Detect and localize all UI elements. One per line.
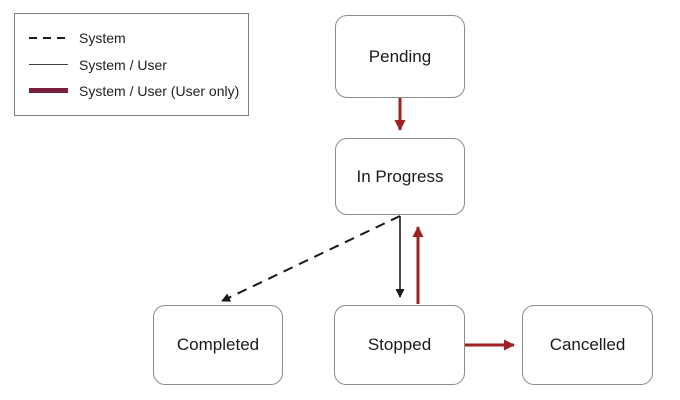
legend-label: System / User: [79, 56, 167, 73]
dashed-line-swatch: [29, 37, 68, 40]
legend-item-user-only: System / User (User only): [29, 83, 248, 99]
state-node-stopped: Stopped: [334, 305, 465, 385]
legend-item-system-user: System / User: [29, 57, 248, 73]
state-node-cancelled: Cancelled: [522, 305, 653, 385]
thick-line-swatch: [29, 88, 68, 94]
edge-inprogress-to-completed: [221, 215, 401, 302]
legend-label: System: [79, 30, 126, 47]
state-label: In Progress: [356, 166, 444, 186]
legend-item-system: System: [29, 30, 248, 46]
legend: System System / User System / User (User…: [14, 13, 249, 116]
state-label: Completed: [176, 335, 260, 354]
state-label: Pending: [368, 46, 432, 66]
state-label: Cancelled: [549, 335, 626, 354]
state-node-completed: Completed: [153, 305, 283, 385]
state-node-in-progress: In Progress: [335, 138, 465, 215]
solid-line-swatch: [29, 64, 68, 65]
legend-label: System / User (User only): [79, 82, 240, 99]
state-node-pending: Pending: [335, 15, 465, 98]
state-label: Stopped: [367, 335, 432, 354]
